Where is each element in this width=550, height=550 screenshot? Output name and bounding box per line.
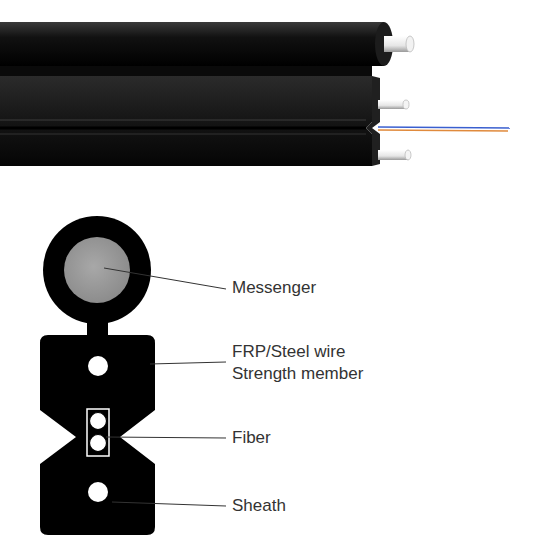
strength-member-circle [88,356,108,376]
part-label: Messenger [232,277,432,299]
fiber-circle [90,435,107,452]
messenger-sheath [43,216,151,324]
strength-wire-end [403,100,409,109]
part-label: Sheath [232,495,432,517]
leader-line [104,268,226,289]
cable-perspective [0,22,510,166]
groove-line [0,120,366,121]
sheath-body [40,335,155,535]
cable-body [0,76,372,166]
messenger-tube [0,22,384,66]
strength-wire [378,100,406,109]
part-label: Fiber [232,427,432,449]
leader-lines [104,268,226,506]
groove-line [0,134,366,135]
leader-line [112,502,226,506]
part-label: FRP/Steel wire Strength member [232,341,377,385]
fiber-circle [90,413,107,430]
groove-line [0,127,366,130]
fiber-strand [378,127,510,128]
strength-wire [378,150,408,160]
cable-body-end [366,76,380,166]
strength-member-circle [88,482,108,502]
fiber-box [87,409,109,456]
fiber-strand [378,130,508,131]
leader-line [106,437,226,438]
leader-line [150,362,226,364]
cable-cross-section [40,216,155,535]
strength-wire-end [405,150,411,160]
messenger-wire-end [406,36,414,52]
messenger-core [64,237,130,303]
